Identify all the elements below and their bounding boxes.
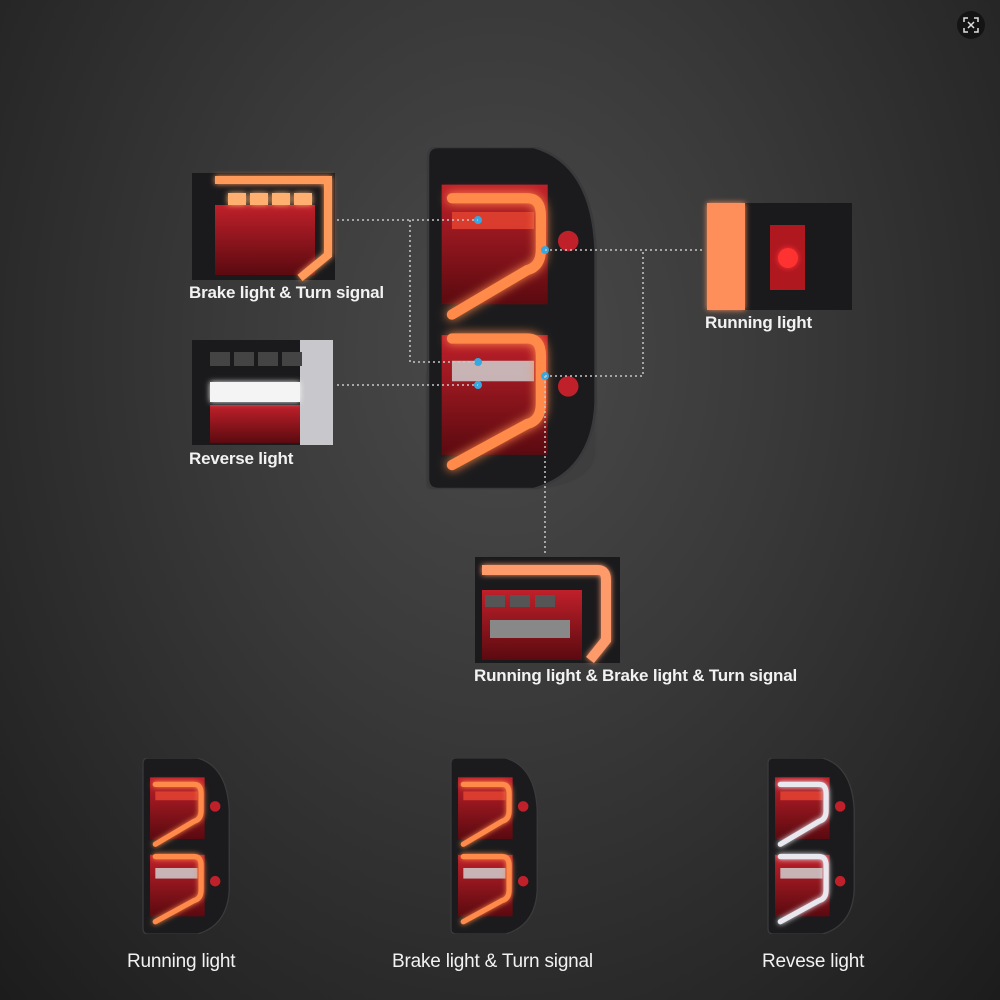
callout-label-brake-turn: Brake light & Turn signal xyxy=(189,283,384,302)
expand-icon xyxy=(963,17,979,33)
mode-label-reverse: Revese light xyxy=(762,951,865,972)
inset-running xyxy=(707,203,852,310)
inset-brake-turn xyxy=(192,173,335,282)
mode-label-running: Running light xyxy=(127,951,236,972)
main-taillight xyxy=(428,147,596,489)
callout-label-reverse: Reverse light xyxy=(189,449,294,468)
connector-lines xyxy=(337,219,705,556)
inset-combined xyxy=(475,557,620,664)
mode-reverse-taillight xyxy=(768,758,854,934)
mode-running-taillight xyxy=(143,758,229,934)
mode-label-brake-turn: Brake light & Turn signal xyxy=(392,951,593,972)
callout-label-combined: Running light & Brake light & Turn signa… xyxy=(474,666,797,685)
mode-brake-turn-taillight xyxy=(451,758,537,934)
inset-reverse xyxy=(192,340,333,445)
fullscreen-button[interactable] xyxy=(957,11,985,39)
callout-label-running: Running light xyxy=(705,313,812,332)
